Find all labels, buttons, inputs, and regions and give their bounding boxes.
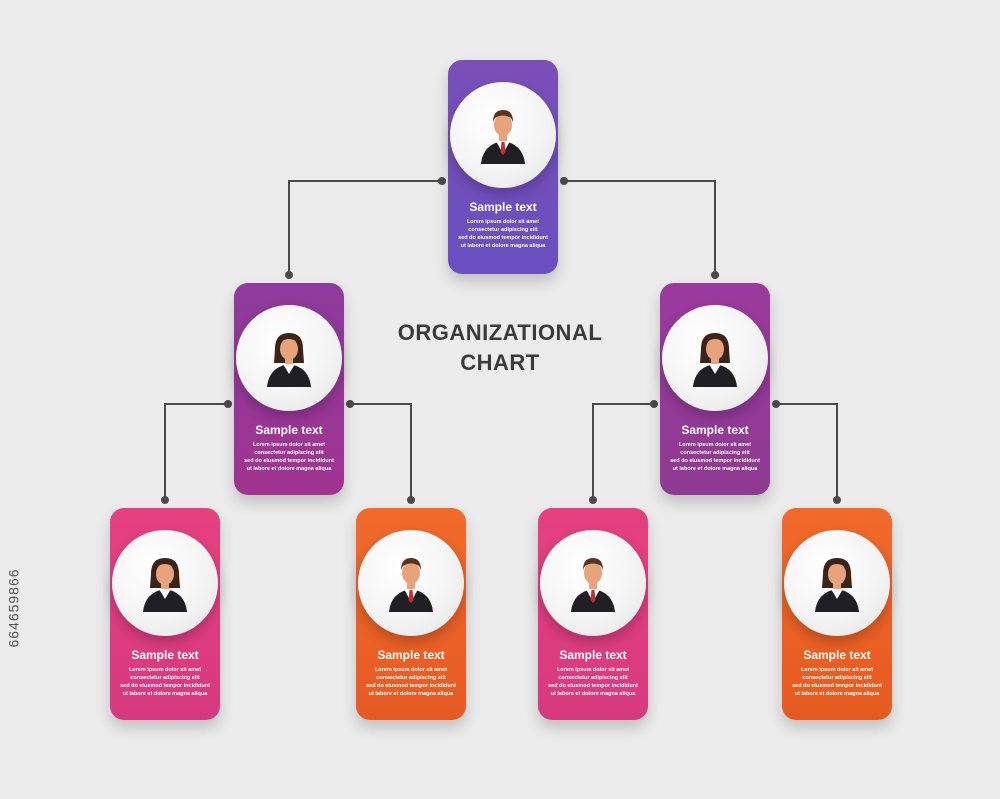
node-description: Lorem ipsum dolor sit amet consectetur ad… — [668, 441, 762, 473]
avatar-circle — [662, 305, 768, 411]
connector-dot — [589, 496, 597, 504]
connector-line — [350, 403, 412, 500]
node-label: Sample text — [255, 423, 323, 437]
avatar-circle — [112, 530, 218, 636]
node-description: Lorem ipsum dolor sit amet consectetur ad… — [456, 218, 550, 250]
node-description-line: sed do eiusmod tempor incididunt — [548, 683, 638, 689]
node-description-line: sed do eiusmod tempor incididunt — [120, 683, 210, 689]
connector-dot — [833, 496, 841, 504]
node-description-line: sed do eiusmod tempor incididunt — [366, 683, 456, 689]
businessman-icon — [565, 552, 621, 612]
node-description-line: consectetur adipiscing elit — [376, 675, 446, 681]
businesswoman-icon — [261, 327, 317, 387]
node-description-line: ut labore et dolore magna aliqua — [246, 466, 332, 472]
businesswoman-icon — [137, 552, 193, 612]
avatar-circle — [236, 305, 342, 411]
node-description: Lorem ipsum dolor sit amet consectetur ad… — [546, 666, 640, 698]
node-description-line: Lorem ipsum dolor sit amet — [252, 442, 326, 448]
watermark-id: 664659866 — [5, 568, 22, 648]
chart-title-line1: ORGANIZATIONAL — [397, 320, 603, 345]
avatar-circle — [540, 530, 646, 636]
avatar-circle — [784, 530, 890, 636]
avatar-circle — [358, 530, 464, 636]
node-description-line: consectetur adipiscing elit — [468, 227, 538, 233]
connector-dot — [772, 400, 780, 408]
connector-dot — [407, 496, 415, 504]
node-label: Sample text — [681, 423, 749, 437]
connector-line — [164, 403, 228, 500]
connector-line — [564, 180, 716, 275]
node-description-line: ut labore et dolore magna aliqua — [368, 691, 454, 697]
connector-dot — [560, 177, 568, 185]
avatar-circle — [450, 82, 556, 188]
businessman-icon — [383, 552, 439, 612]
connector-line — [288, 180, 442, 275]
connector-dot — [224, 400, 232, 408]
node-description-line: Lorem ipsum dolor sit amet — [466, 219, 540, 225]
node-label: Sample text — [803, 648, 871, 662]
node-description: Lorem ipsum dolor sit amet consectetur ad… — [364, 666, 458, 698]
node-description-line: Lorem ipsum dolor sit amet — [374, 667, 448, 673]
node-description: Lorem ipsum dolor sit amet consectetur ad… — [242, 441, 336, 473]
chart-title-line2: CHART — [460, 350, 540, 375]
node-description-line: Lorem ipsum dolor sit amet — [800, 667, 874, 673]
connector-line — [592, 403, 654, 500]
businessman-icon — [475, 104, 531, 164]
node-description-line: ut labore et dolore magna aliqua — [122, 691, 208, 697]
chart-title: ORGANIZATIONAL CHART — [370, 318, 630, 378]
node-description-line: sed do eiusmod tempor incididunt — [792, 683, 882, 689]
connector-dot — [346, 400, 354, 408]
node-description: Lorem ipsum dolor sit amet consectetur ad… — [118, 666, 212, 698]
node-description-line: sed do eiusmod tempor incididunt — [670, 458, 760, 464]
node-description-line: ut labore et dolore magna aliqua — [794, 691, 880, 697]
node-description-line: Lorem ipsum dolor sit amet — [678, 442, 752, 448]
connector-line — [776, 403, 838, 500]
connector-dot — [711, 271, 719, 279]
node-label: Sample text — [131, 648, 199, 662]
node-description-line: consectetur adipiscing elit — [680, 450, 750, 456]
businesswoman-icon — [809, 552, 865, 612]
node-description-line: ut labore et dolore magna aliqua — [550, 691, 636, 697]
connector-dot — [438, 177, 446, 185]
node-description-line: Lorem ipsum dolor sit amet — [128, 667, 202, 673]
node-description-line: consectetur adipiscing elit — [254, 450, 324, 456]
businesswoman-icon — [687, 327, 743, 387]
node-description-line: sed do eiusmod tempor incididunt — [458, 235, 548, 241]
node-description-line: sed do eiusmod tempor incididunt — [244, 458, 334, 464]
node-description-line: consectetur adipiscing elit — [802, 675, 872, 681]
node-description-line: ut labore et dolore magna aliqua — [460, 243, 546, 249]
node-description-line: consectetur adipiscing elit — [130, 675, 200, 681]
node-description-line: consectetur adipiscing elit — [558, 675, 628, 681]
node-description: Lorem ipsum dolor sit amet consectetur ad… — [790, 666, 884, 698]
node-label: Sample text — [559, 648, 627, 662]
node-description-line: ut labore et dolore magna aliqua — [672, 466, 758, 472]
node-label: Sample text — [377, 648, 445, 662]
connector-dot — [650, 400, 658, 408]
node-description-line: Lorem ipsum dolor sit amet — [556, 667, 630, 673]
node-label: Sample text — [469, 200, 537, 214]
connector-dot — [161, 496, 169, 504]
connector-dot — [285, 271, 293, 279]
